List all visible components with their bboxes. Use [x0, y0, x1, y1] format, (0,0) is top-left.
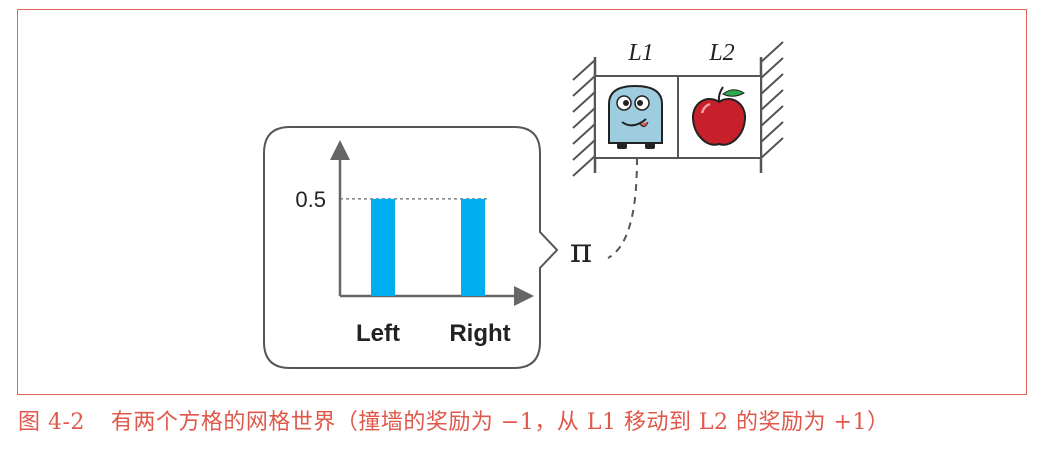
robot-icon	[608, 84, 663, 149]
figure-number: 图 4-2	[18, 410, 85, 435]
y-tick-label: 0.5	[295, 187, 326, 212]
apple-icon	[691, 86, 747, 146]
x-label-left: Left	[356, 320, 400, 347]
policy-bubble	[263, 126, 559, 369]
x-label-right: Right	[449, 320, 510, 347]
policy-symbol: π	[570, 231, 592, 271]
bar-left	[371, 198, 395, 296]
x-axis-arrow	[514, 286, 534, 306]
cell-label-l2: L2	[708, 40, 734, 66]
figure-caption: 图 4-2 有两个方格的网格世界（撞墙的奖励为 −1，从 L1 移动到 L2 的奖…	[18, 404, 889, 436]
diagram: 0.5 Left Right π	[263, 40, 784, 369]
left-wall-hatch	[572, 59, 596, 177]
caption-text: 有两个方格的网格世界（撞墙的奖励为 −1，从 L1 移动到 L2 的奖励为 +1…	[110, 410, 890, 435]
cell-label-l1: L1	[627, 40, 653, 66]
right-wall-hatch	[760, 41, 784, 159]
grid-world	[572, 41, 784, 177]
connector-dashed	[607, 157, 638, 259]
y-axis-arrow	[330, 140, 350, 160]
figure-frame	[17, 9, 1027, 395]
bar-right	[461, 198, 485, 296]
